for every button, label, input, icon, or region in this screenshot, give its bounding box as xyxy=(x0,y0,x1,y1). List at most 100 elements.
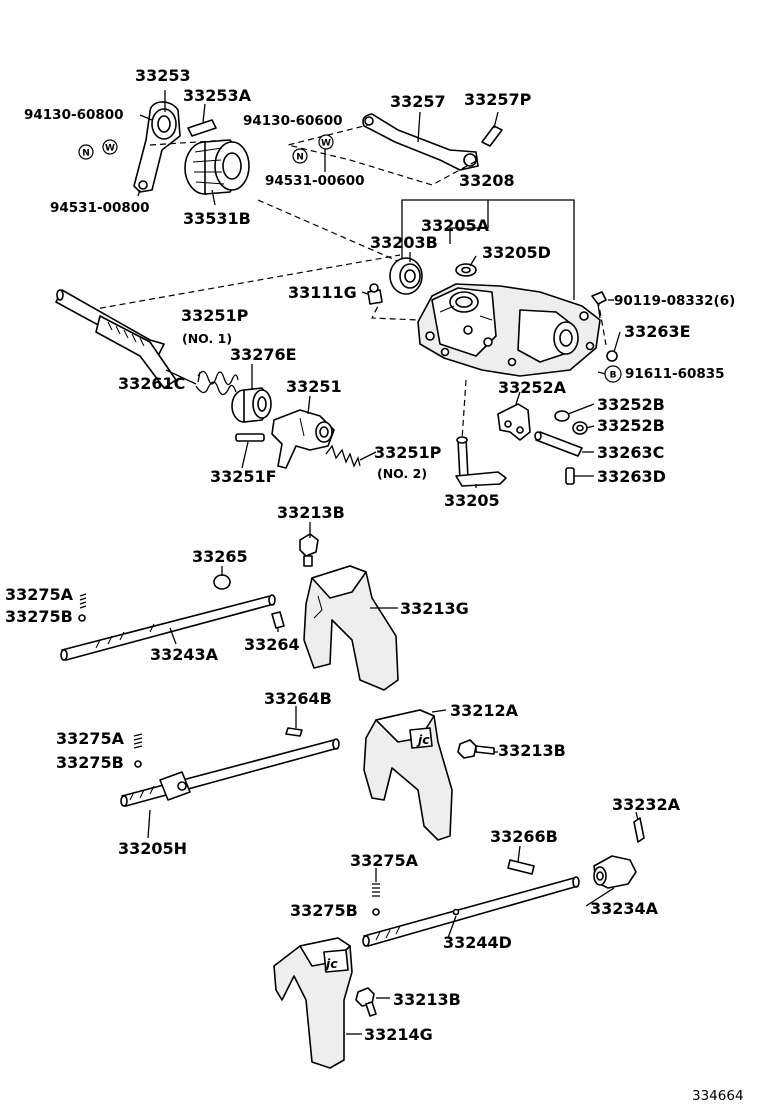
label-33111G: 33111G xyxy=(288,283,357,302)
plate-33252A xyxy=(497,403,531,441)
symbol-b: B xyxy=(604,365,622,383)
figure-code: 334664 xyxy=(692,1088,744,1104)
label-33213B-3: 33213B xyxy=(393,990,461,1009)
label-33275B-3: 33275B xyxy=(290,901,358,920)
label-33244D: 33244D xyxy=(443,933,512,952)
symbol-w-label: W xyxy=(321,139,331,149)
label-33275B-2: 33275B xyxy=(56,753,124,772)
spring-ball-33275A-B-2 xyxy=(133,733,143,768)
label-33232A: 33232A xyxy=(612,795,681,814)
label-91611-60835: 91611-60835 xyxy=(625,366,725,382)
label-33251: 33251 xyxy=(286,377,342,396)
spring-33251P-no2 xyxy=(325,444,361,468)
shift-lever-33205 xyxy=(455,436,507,487)
label-33257: 33257 xyxy=(390,92,446,111)
label-33252A: 33252A xyxy=(498,378,567,397)
symbol-w-label: W xyxy=(105,144,115,154)
label-94531-00600: 94531-00600 xyxy=(265,173,365,189)
label-33203B: 33203B xyxy=(370,233,438,252)
washer-33205D xyxy=(455,263,477,277)
fork-33214G xyxy=(273,937,353,1069)
spring-ball-33275A-B-1 xyxy=(78,593,87,622)
seal-33203B xyxy=(389,257,423,295)
label-33275A-1: 33275A xyxy=(5,585,74,604)
head-33234A xyxy=(593,855,637,889)
label-33263D: 33263D xyxy=(597,467,666,486)
label-33266B: 33266B xyxy=(490,827,558,846)
fork-mark-33214G: jc xyxy=(324,956,338,971)
label-33205D: 33205D xyxy=(482,243,551,262)
bracket-33208 xyxy=(401,199,575,300)
label-33234A: 33234A xyxy=(590,899,659,918)
bolt-33213B-2 xyxy=(457,739,495,759)
label-33251P-no2-note: (NO. 2) xyxy=(377,466,427,481)
label-33205A: 33205A xyxy=(421,216,490,235)
lever-33253 xyxy=(133,101,181,193)
label-33276E: 33276E xyxy=(230,345,297,364)
label-33263C: 33263C xyxy=(597,443,664,462)
label-33257P: 33257P xyxy=(464,90,532,109)
bolt-90119-08332 xyxy=(591,291,607,319)
symbol-n-1: N xyxy=(78,144,94,160)
lever-33257 xyxy=(362,113,479,171)
label-33208: 33208 xyxy=(459,171,515,190)
shaft-33243A xyxy=(60,594,276,661)
label-33213B-2: 33213B xyxy=(498,741,566,760)
shaft-33205H xyxy=(120,738,340,807)
ball-33263E xyxy=(606,350,618,362)
label-33243A: 33243A xyxy=(150,645,219,664)
breather-33111G xyxy=(367,283,383,305)
label-94130-60600: 94130-60600 xyxy=(243,113,343,129)
plug-33265 xyxy=(213,574,231,590)
symbol-b-label: B xyxy=(610,371,617,381)
spring-ball-33275A-B-3 xyxy=(372,883,380,916)
label-33253A: 33253A xyxy=(183,86,252,105)
label-33252B-1: 33252B xyxy=(597,395,665,414)
shaft-33261C xyxy=(55,289,177,389)
washer-33252B-1 xyxy=(554,410,570,422)
label-33261C: 33261C xyxy=(118,374,185,393)
sleeve-33276E xyxy=(231,387,272,423)
label-33253: 33253 xyxy=(135,66,191,85)
bushing-33531B xyxy=(184,139,250,195)
label-94130-60800: 94130-60800 xyxy=(24,107,124,123)
label-33214G: 33214G xyxy=(364,1025,433,1044)
shaft-33244D xyxy=(362,876,580,947)
pin-33253A xyxy=(187,119,217,137)
pin-33264 xyxy=(271,611,285,629)
label-33213B-1: 33213B xyxy=(277,503,345,522)
label-33275B-1: 33275B xyxy=(5,607,73,626)
label-94531-00800: 94531-00800 xyxy=(50,200,150,216)
symbol-w-1: W xyxy=(102,139,118,155)
label-33531B: 33531B xyxy=(183,209,251,228)
pin-33264B xyxy=(285,727,303,737)
symbol-n-2: N xyxy=(292,148,308,164)
label-33252B-2: 33252B xyxy=(597,416,665,435)
label-33265: 33265 xyxy=(192,547,248,566)
bolt-33213B-3 xyxy=(355,987,377,1017)
fork-33213G xyxy=(303,565,399,691)
pin-33263C xyxy=(534,431,583,457)
label-33213G: 33213G xyxy=(400,599,469,618)
label-33251F: 33251F xyxy=(210,467,277,486)
label-33251P-no2: 33251P xyxy=(374,443,442,462)
pin-33266B xyxy=(507,859,535,875)
label-33275A-3: 33275A xyxy=(350,851,419,870)
part-labels: 33253 33253A 94130-60800 94531-00800 335… xyxy=(5,66,735,1044)
label-33264B: 33264B xyxy=(264,689,332,708)
washer-33252B-2 xyxy=(572,421,588,435)
leader-lines xyxy=(137,90,639,1035)
pin-33263D xyxy=(565,467,575,485)
spring-33251P-no1 xyxy=(195,370,239,396)
label-33251P-no1: 33251P xyxy=(181,306,249,325)
label-33264: 33264 xyxy=(244,635,300,654)
symbol-n-label: N xyxy=(296,153,304,163)
label-33263E: 33263E xyxy=(624,322,691,341)
pin-33257P xyxy=(481,125,503,147)
label-33275A-2: 33275A xyxy=(56,729,125,748)
label-90119-08332: 90119-08332(6) xyxy=(614,293,735,309)
label-33205H: 33205H xyxy=(118,839,187,858)
fork-mark-33212A: jc xyxy=(416,732,430,747)
